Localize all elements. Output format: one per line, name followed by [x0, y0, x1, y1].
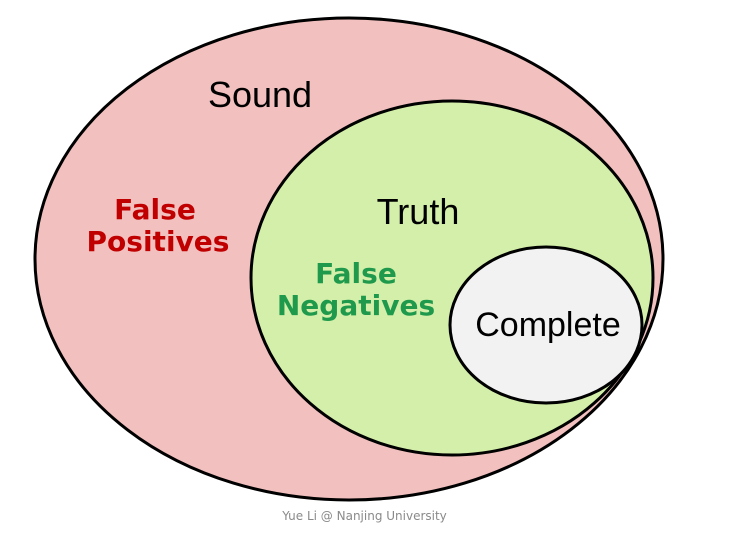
- truth-label: Truth: [377, 191, 460, 232]
- false-positives-line-1: False: [114, 193, 196, 226]
- false-negatives-line-2: Negatives: [277, 289, 435, 322]
- sound-label: Sound: [208, 74, 312, 115]
- complete-set-ellipse: [448, 245, 644, 405]
- complete-label: Complete: [475, 306, 621, 344]
- false-positives-line-2: Positives: [87, 225, 230, 258]
- false-negatives-line-1: False: [315, 257, 397, 290]
- footer-credit: Yue Li @ Nanjing University: [282, 509, 447, 523]
